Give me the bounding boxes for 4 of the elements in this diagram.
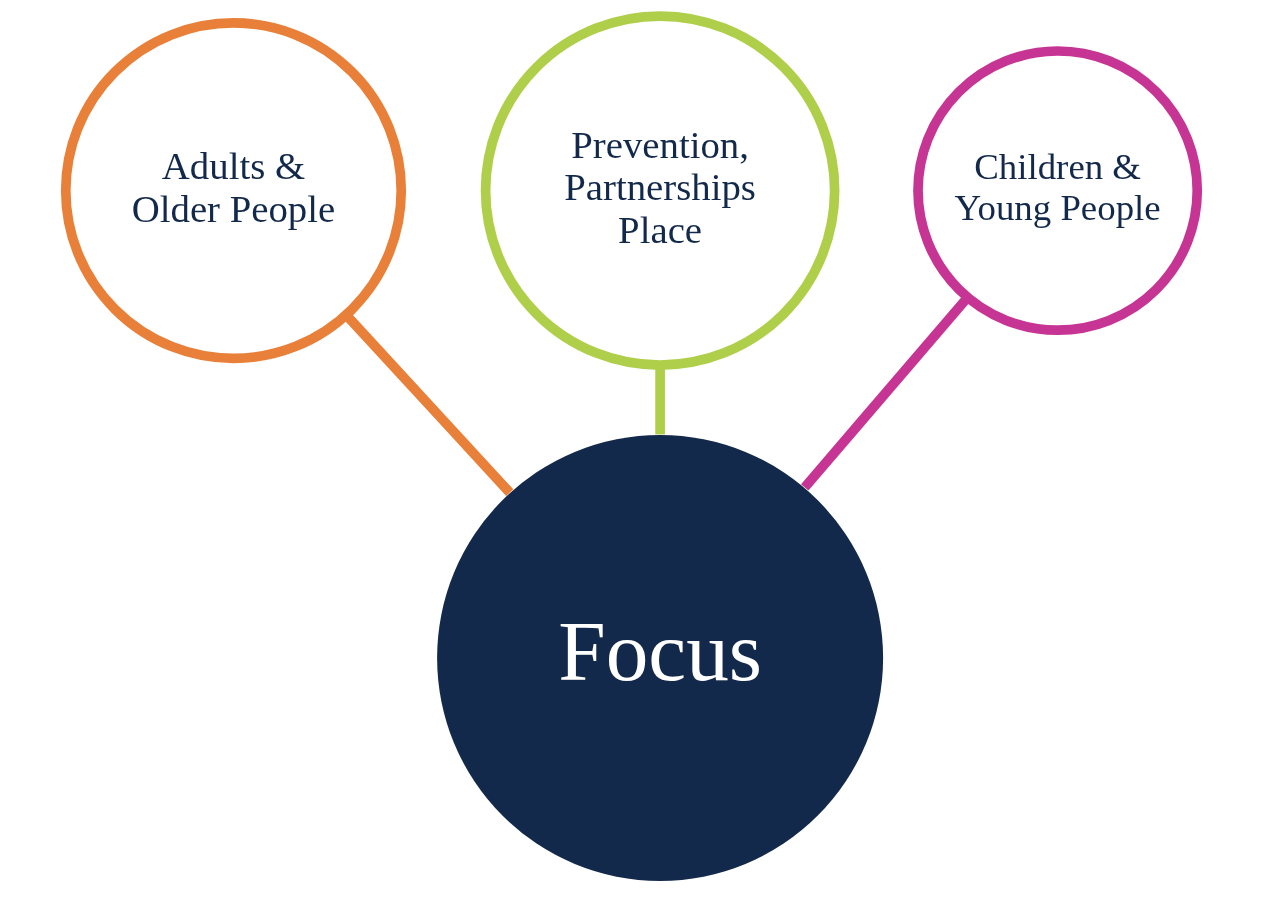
node-circle: Focus — [437, 434, 884, 881]
node-circle: Children & Young People — [913, 46, 1203, 336]
node-circle: Adults & Older People — [60, 18, 407, 364]
node-circle: Prevention, Partnerships Place — [480, 11, 840, 370]
